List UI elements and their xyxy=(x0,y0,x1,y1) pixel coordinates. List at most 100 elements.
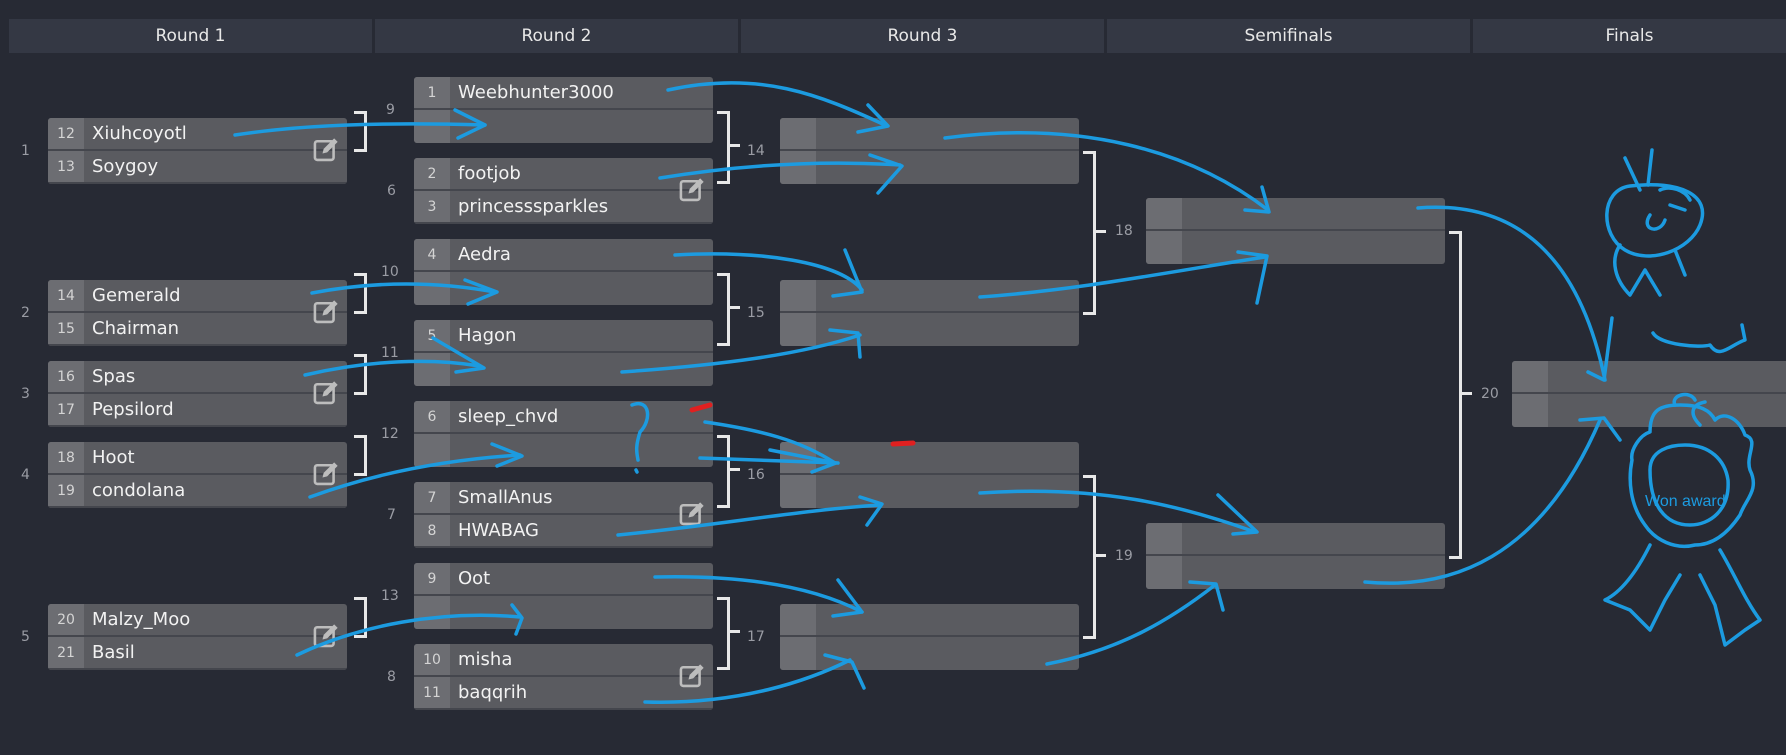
round3-match[interactable] xyxy=(780,442,1079,508)
seed-number: 4 xyxy=(414,239,450,270)
match-slot[interactable] xyxy=(1146,198,1445,231)
bracket-connector xyxy=(717,273,730,346)
match-slot[interactable] xyxy=(414,353,713,386)
round3-match[interactable] xyxy=(780,604,1079,670)
match-slot[interactable] xyxy=(780,118,1079,151)
match-slot[interactable] xyxy=(780,637,1079,670)
award-ribbon-doodle xyxy=(1698,548,1762,647)
final-match[interactable] xyxy=(1512,361,1786,427)
player-name: footjob xyxy=(458,163,521,184)
edit-icon[interactable] xyxy=(312,460,340,488)
player-name: Malzy_Moo xyxy=(92,609,191,630)
squiggle-doodle xyxy=(1651,323,1747,354)
match-slot[interactable] xyxy=(1146,556,1445,589)
bracket-tick xyxy=(730,306,740,309)
round3-match[interactable] xyxy=(780,118,1079,184)
semifinal-match[interactable] xyxy=(1146,198,1445,264)
arrow-stroke xyxy=(653,575,864,614)
match-slot[interactable]: 3 princesssparkles xyxy=(414,191,713,224)
arrow-stroke xyxy=(620,333,862,374)
arrow-stroke xyxy=(943,131,1270,212)
seed-number: 21 xyxy=(48,637,84,668)
edit-icon[interactable] xyxy=(678,500,706,528)
edit-icon[interactable] xyxy=(678,176,706,204)
edit-icon[interactable] xyxy=(678,662,706,690)
match-slot[interactable] xyxy=(1512,394,1786,427)
arrow-stroke xyxy=(658,161,902,180)
match-number: 16 xyxy=(747,467,765,483)
player-name: Chairman xyxy=(92,318,180,339)
arrow-stroke xyxy=(868,153,904,195)
match-slot[interactable] xyxy=(780,313,1079,346)
edit-icon[interactable] xyxy=(312,136,340,164)
round2-match[interactable]: 4 Aedra xyxy=(414,239,713,305)
arrow-stroke xyxy=(1363,418,1602,585)
seed-number: 3 xyxy=(414,191,450,222)
seed-number xyxy=(1512,361,1548,392)
semifinal-match[interactable] xyxy=(1146,523,1445,589)
match-slot[interactable] xyxy=(414,110,713,143)
arrow-stroke xyxy=(831,578,864,618)
arrow-stroke xyxy=(978,255,1267,299)
match-slot[interactable] xyxy=(1512,361,1786,394)
bracket-connector xyxy=(1449,231,1462,559)
edit-icon[interactable] xyxy=(312,622,340,650)
match-slot[interactable] xyxy=(414,596,713,629)
player-name: princesssparkles xyxy=(458,196,609,217)
match-slot[interactable] xyxy=(780,604,1079,637)
match-slot[interactable] xyxy=(780,151,1079,184)
player-name: Aedra xyxy=(458,244,511,265)
match-slot[interactable] xyxy=(780,280,1079,313)
match-slot[interactable] xyxy=(780,475,1079,508)
match-slot[interactable] xyxy=(1146,231,1445,264)
match-slot[interactable]: 4 Aedra xyxy=(414,239,713,272)
player-name: SmallAnus xyxy=(458,487,553,508)
bracket-connector xyxy=(354,111,367,152)
match-slot[interactable] xyxy=(1146,523,1445,556)
arrow-stroke xyxy=(673,252,864,292)
arrow-stroke xyxy=(510,603,524,636)
seed-number xyxy=(780,637,816,670)
arrow-stroke xyxy=(490,442,524,468)
arrow-stroke xyxy=(698,456,840,465)
match-number: 9 xyxy=(386,102,395,118)
edit-icon[interactable] xyxy=(312,379,340,407)
match-slot[interactable] xyxy=(414,272,713,305)
arrow-stroke xyxy=(1188,580,1225,612)
round2-match-index: 7 xyxy=(387,507,396,523)
seed-number xyxy=(1146,231,1182,264)
arrow-stroke xyxy=(858,495,884,527)
bracket-tick xyxy=(730,468,740,471)
edit-icon[interactable] xyxy=(312,298,340,326)
arrow-stroke xyxy=(303,359,482,377)
